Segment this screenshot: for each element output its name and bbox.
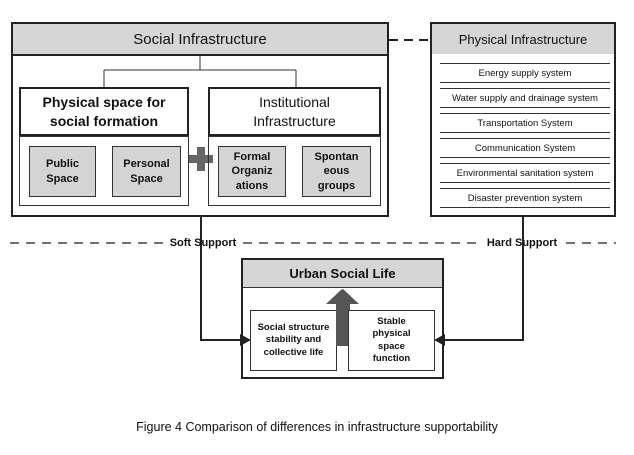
social-infrastructure-panel <box>11 54 389 217</box>
hard-support-arrow <box>442 217 524 341</box>
soft-support-arrow <box>200 217 243 341</box>
system-item: Disaster prevention system <box>440 188 610 208</box>
urban-social-life-panel <box>241 258 444 379</box>
system-item: Environmental sanitation system <box>440 163 610 183</box>
plus-icon-horizontal <box>189 155 213 163</box>
system-item: Water supply and drainage system <box>440 88 610 108</box>
social-infrastructure-title: Social Infrastructure <box>11 22 389 56</box>
soft-support-label: Soft Support <box>169 237 237 249</box>
figure-caption: Figure 4 Comparison of differences in in… <box>136 420 498 434</box>
physical-infrastructure-title: Physical Infrastructure <box>430 22 616 56</box>
hard-support-label: Hard Support <box>486 237 558 249</box>
system-item: Energy supply system <box>440 63 610 83</box>
physical-space-title: Physical space for social formation <box>19 87 189 136</box>
physical-infrastructure-panel: Energy supply system Water supply and dr… <box>430 54 616 217</box>
institutional-title: Institutional Infrastructure <box>208 87 381 136</box>
public-space-box: Public Space <box>29 146 96 197</box>
stable-physical-box: Stable physical space function <box>348 310 435 371</box>
system-item: Transportation System <box>440 113 610 133</box>
formal-organizations-box: Formal Organiz ations <box>218 146 286 197</box>
social-structure-box: Social structure stability and collectiv… <box>250 310 337 371</box>
physical-space-panel <box>19 136 189 206</box>
system-item: Communication System <box>440 138 610 158</box>
institutional-panel <box>208 136 381 206</box>
urban-social-life-title: Urban Social Life <box>243 260 442 288</box>
personal-space-box: Personal Space <box>112 146 181 197</box>
spontaneous-groups-box: Spontan eous groups <box>302 146 371 197</box>
